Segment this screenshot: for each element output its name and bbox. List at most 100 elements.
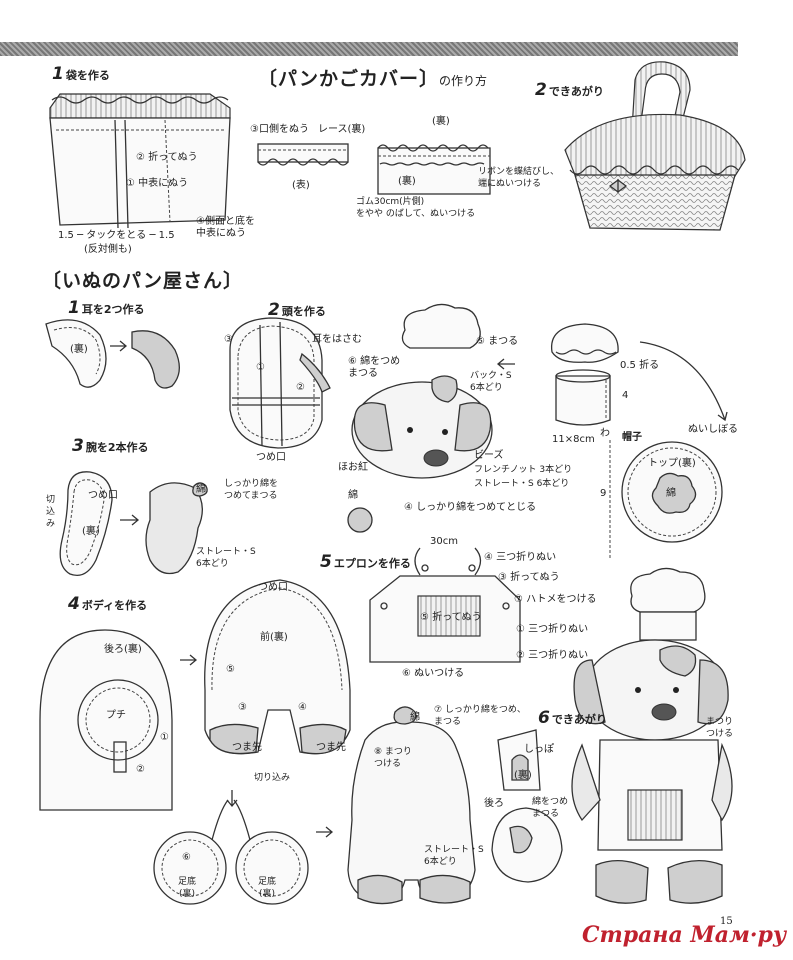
label-hat: 帽子 — [622, 432, 642, 443]
label-back-stitch: バック・S 6本どり — [470, 371, 512, 393]
stuffed-body-illustration — [316, 706, 476, 905]
bread-basket-cover-title-main: 〔パンかごカバー〕 — [258, 68, 439, 90]
label-body-stuff-sew: ⑦ しっかり綿をつめ、 まつる — [434, 705, 526, 727]
arm-pattern-diagram — [59, 471, 208, 577]
head-step-number: 2 — [268, 300, 280, 320]
label-blind-stitch: ⑤ まつる — [476, 336, 519, 347]
label-straight-stitch: ストレート・S 6本どり — [474, 479, 570, 489]
label-arm-stuffing: 綿 — [196, 484, 206, 495]
bread-basket-cover-title-sub: の作り方 — [438, 74, 487, 88]
label-apron-step-5: ⑤ 折ってぬう — [420, 612, 482, 623]
label-beads: ビーズ — [474, 450, 504, 461]
label-back-body: 後ろ(裏) — [104, 644, 142, 655]
label-opposite-side: (反対側も) — [84, 244, 132, 255]
label-apron-step-2: ② 三つ折りぬい — [516, 650, 589, 661]
gathered-strip-diagram — [377, 144, 491, 195]
done-step-label: できあがり — [551, 713, 607, 726]
hat-diagram — [550, 323, 728, 560]
ear-pattern-diagram — [45, 319, 180, 389]
label-mouth-side: ③口側をぬう — [250, 124, 309, 135]
label-front-body: 前(裏) — [260, 632, 288, 643]
bread-basket-cover-title: 〔パンかごカバー〕の作り方 — [258, 64, 487, 91]
label-apron-step-1: ① 三つ折りぬい — [516, 624, 589, 635]
label-toe-right: つま先 — [316, 742, 346, 753]
done-step-number: 6 — [538, 708, 550, 728]
apron-step-label: エプロンを作る — [333, 557, 411, 570]
label-tuck: 1.5 ─ タックをとる ─ 1.5 — [58, 230, 175, 241]
body-step-3-mark: ③ — [238, 702, 247, 713]
body-step-4-mark: ④ — [298, 702, 307, 713]
label-french-knot: フレンチノット 3本どり — [474, 465, 573, 475]
label-apron-step-7: ⑦ ハトメをつける — [514, 594, 597, 605]
label-apron-step-6: ⑥ ぬいつける — [402, 668, 465, 679]
label-arm-back: (裏) — [82, 526, 100, 537]
label-fold-half-cm: 0.5 折る — [620, 360, 660, 371]
body-step-5-mark: ⑤ — [226, 664, 235, 675]
arm-step-number: 3 — [72, 436, 84, 456]
label-notch-arm: 切 込 み — [46, 495, 56, 529]
label-arm-opening: つめ口 — [88, 490, 118, 501]
label-tail-back: (裏) — [514, 770, 532, 781]
body-step-6-mark: ⑥ — [182, 852, 191, 863]
label-front-side: (表) — [292, 180, 310, 191]
label-fold-sew: ② 折ってぬう — [136, 152, 198, 163]
body-step-number: 4 — [68, 594, 80, 614]
label-tail: しっぽ — [524, 744, 554, 755]
label-body-straight: ストレート・S 6本どり — [424, 845, 484, 867]
body-step-1-mark: ① — [160, 732, 169, 743]
label-stuff-sew-head: ⑥ 綿をつめ まつる — [348, 356, 401, 379]
label-insert-ear: 耳をはさむ — [312, 334, 362, 345]
label-toe-left: つま先 — [232, 742, 262, 753]
label-sole-left: 足底 (裏) — [178, 877, 197, 899]
label-tail-stuff-sew: 綿をつめ まつる — [532, 797, 569, 819]
label-side-bottom: ④側面と底を 中表にぬう — [196, 216, 255, 239]
label-back-mid: (裏) — [398, 176, 416, 187]
label-snap: プチ — [106, 710, 126, 721]
dog-head-illustration — [347, 303, 515, 533]
label-apron-step-3: ③ 折ってぬう — [498, 572, 560, 583]
label-stuff-close: ④ しっかり綿をつめてとじる — [404, 502, 537, 513]
bag-illustration — [49, 93, 231, 229]
label-arm-stuff-sew: しっかり綿を つめてまつる — [224, 479, 279, 501]
label-notch-body: 切り込み — [254, 773, 291, 783]
lace-strip-diagram — [257, 143, 349, 166]
label-attach-finished: まつり つける — [706, 717, 734, 739]
label-stuffing-head: 綿 — [348, 490, 358, 501]
ear-step-number: 1 — [68, 298, 80, 318]
bag-step-1-number: 1 — [52, 64, 64, 84]
label-apron-step-4: ④ 三つ折りぬい — [484, 552, 557, 563]
apron-diagram — [369, 547, 521, 663]
label-ribbon: リボンを蝶結びし、 端にぬいつける — [478, 167, 560, 189]
basket-illustration — [564, 61, 746, 231]
label-hat-size: 11×8cm — [552, 434, 595, 445]
head-step-label: 頭を作る — [281, 305, 326, 318]
label-sole-right: 足底 (裏) — [258, 877, 277, 899]
apron-step-number: 5 — [320, 552, 332, 572]
bag-step-2-number: 2 — [535, 80, 547, 100]
label-apron-30cm: 30cm — [430, 536, 458, 547]
page-number: 15 — [720, 916, 733, 927]
arm-step-label: 腕を2本作る — [85, 441, 149, 454]
label-fold-edge: わ — [600, 428, 610, 439]
finished-dog-illustration — [571, 567, 733, 904]
label-arm-straight: ストレート・S 6本どり — [196, 547, 256, 569]
bag-step-1-label: 袋を作る — [65, 69, 110, 82]
watermark-logo: Страна Мам·ру — [582, 922, 787, 948]
head-step-2-mark: ② — [296, 382, 305, 393]
label-gather: ぬいしぼる — [688, 424, 738, 435]
head-step-1-mark: ① — [256, 362, 265, 373]
label-body-opening: つめ口 — [258, 582, 288, 593]
bag-step-2-label: できあがり — [548, 85, 604, 98]
label-nine: 9 — [600, 488, 607, 499]
foot-sole-diagram — [153, 799, 309, 905]
header-stripe-bar — [0, 42, 738, 56]
dog-baker-title: 〔いぬのパン屋さん〕 — [42, 270, 243, 292]
ear-step-label: 耳を2つ作る — [81, 303, 145, 316]
body-step-label: ボディを作る — [81, 599, 148, 612]
